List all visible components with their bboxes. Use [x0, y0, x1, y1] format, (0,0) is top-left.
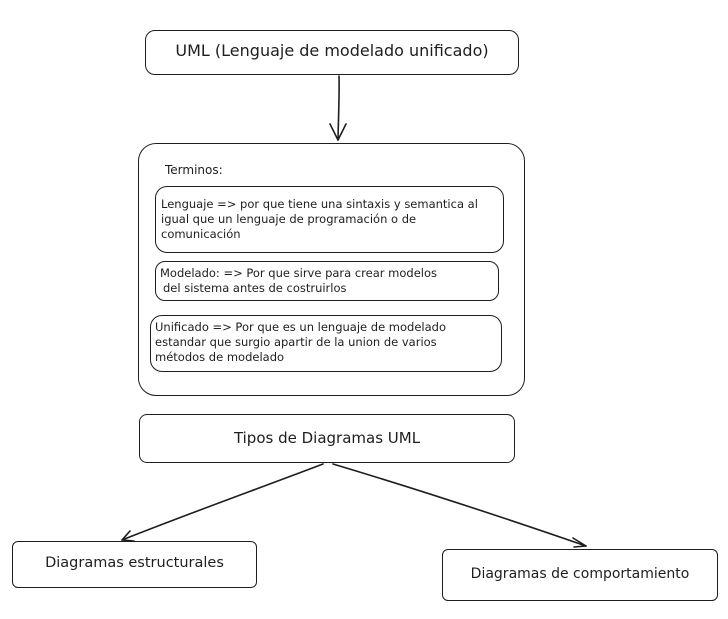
arrow-types-to-structural-head: [121, 530, 135, 542]
title-label: UML (Lenguaje de modelado unificado): [175, 41, 489, 60]
term-box-modelado: [155, 261, 499, 301]
terms-heading: Terminos:: [165, 163, 223, 177]
term-modelado-line: Modelado: => Por que sirve para crear mo…: [160, 266, 437, 280]
arrow-types-to-behavioral: [332, 463, 587, 547]
term-box-lenguaje: [155, 186, 504, 253]
term-lenguaje-line: igual que un lenguaje de programación o …: [161, 212, 417, 226]
term-modelado-line: del sistema antes de costruirlos: [163, 281, 347, 295]
diagram-types-label: Tipos de Diagramas UML: [233, 429, 421, 447]
term-lenguaje-line: Lenguaje => por que tiene una sintaxis y…: [161, 197, 478, 211]
term-unificado-text: Unificado => Por que es un lenguaje de m…: [155, 320, 495, 365]
arrow-types-to-behavioral-head: [572, 537, 587, 548]
title-box: [145, 30, 519, 75]
arrow-types-to-structural: [121, 463, 324, 541]
behavioral-diagrams-label: Diagramas de comportamiento: [470, 566, 690, 582]
term-unificado-line: métodos de modelado: [155, 350, 285, 364]
term-unificado-line: Unificado => Por que es un lenguaje de m…: [155, 320, 446, 334]
term-lenguaje-text: Lenguaje => por que tiene una sintaxis y…: [161, 197, 501, 242]
structural-diagrams-label: Diagramas estructurales: [45, 555, 224, 571]
term-box-unificado: [150, 315, 502, 372]
arrow-title-to-terms: [337, 75, 340, 141]
arrow-title-to-terms-head: [329, 123, 347, 141]
terms-container: [138, 143, 525, 396]
diagram-types-box: [139, 414, 515, 463]
term-lenguaje-line: comunicación: [161, 227, 241, 241]
structural-diagrams-box: [12, 541, 257, 588]
term-modelado-text: Modelado: => Por que sirve para crear mo…: [160, 266, 490, 296]
behavioral-diagrams-box: [442, 549, 718, 601]
term-unificado-line: estandar que surgio apartir de la union …: [155, 335, 437, 349]
